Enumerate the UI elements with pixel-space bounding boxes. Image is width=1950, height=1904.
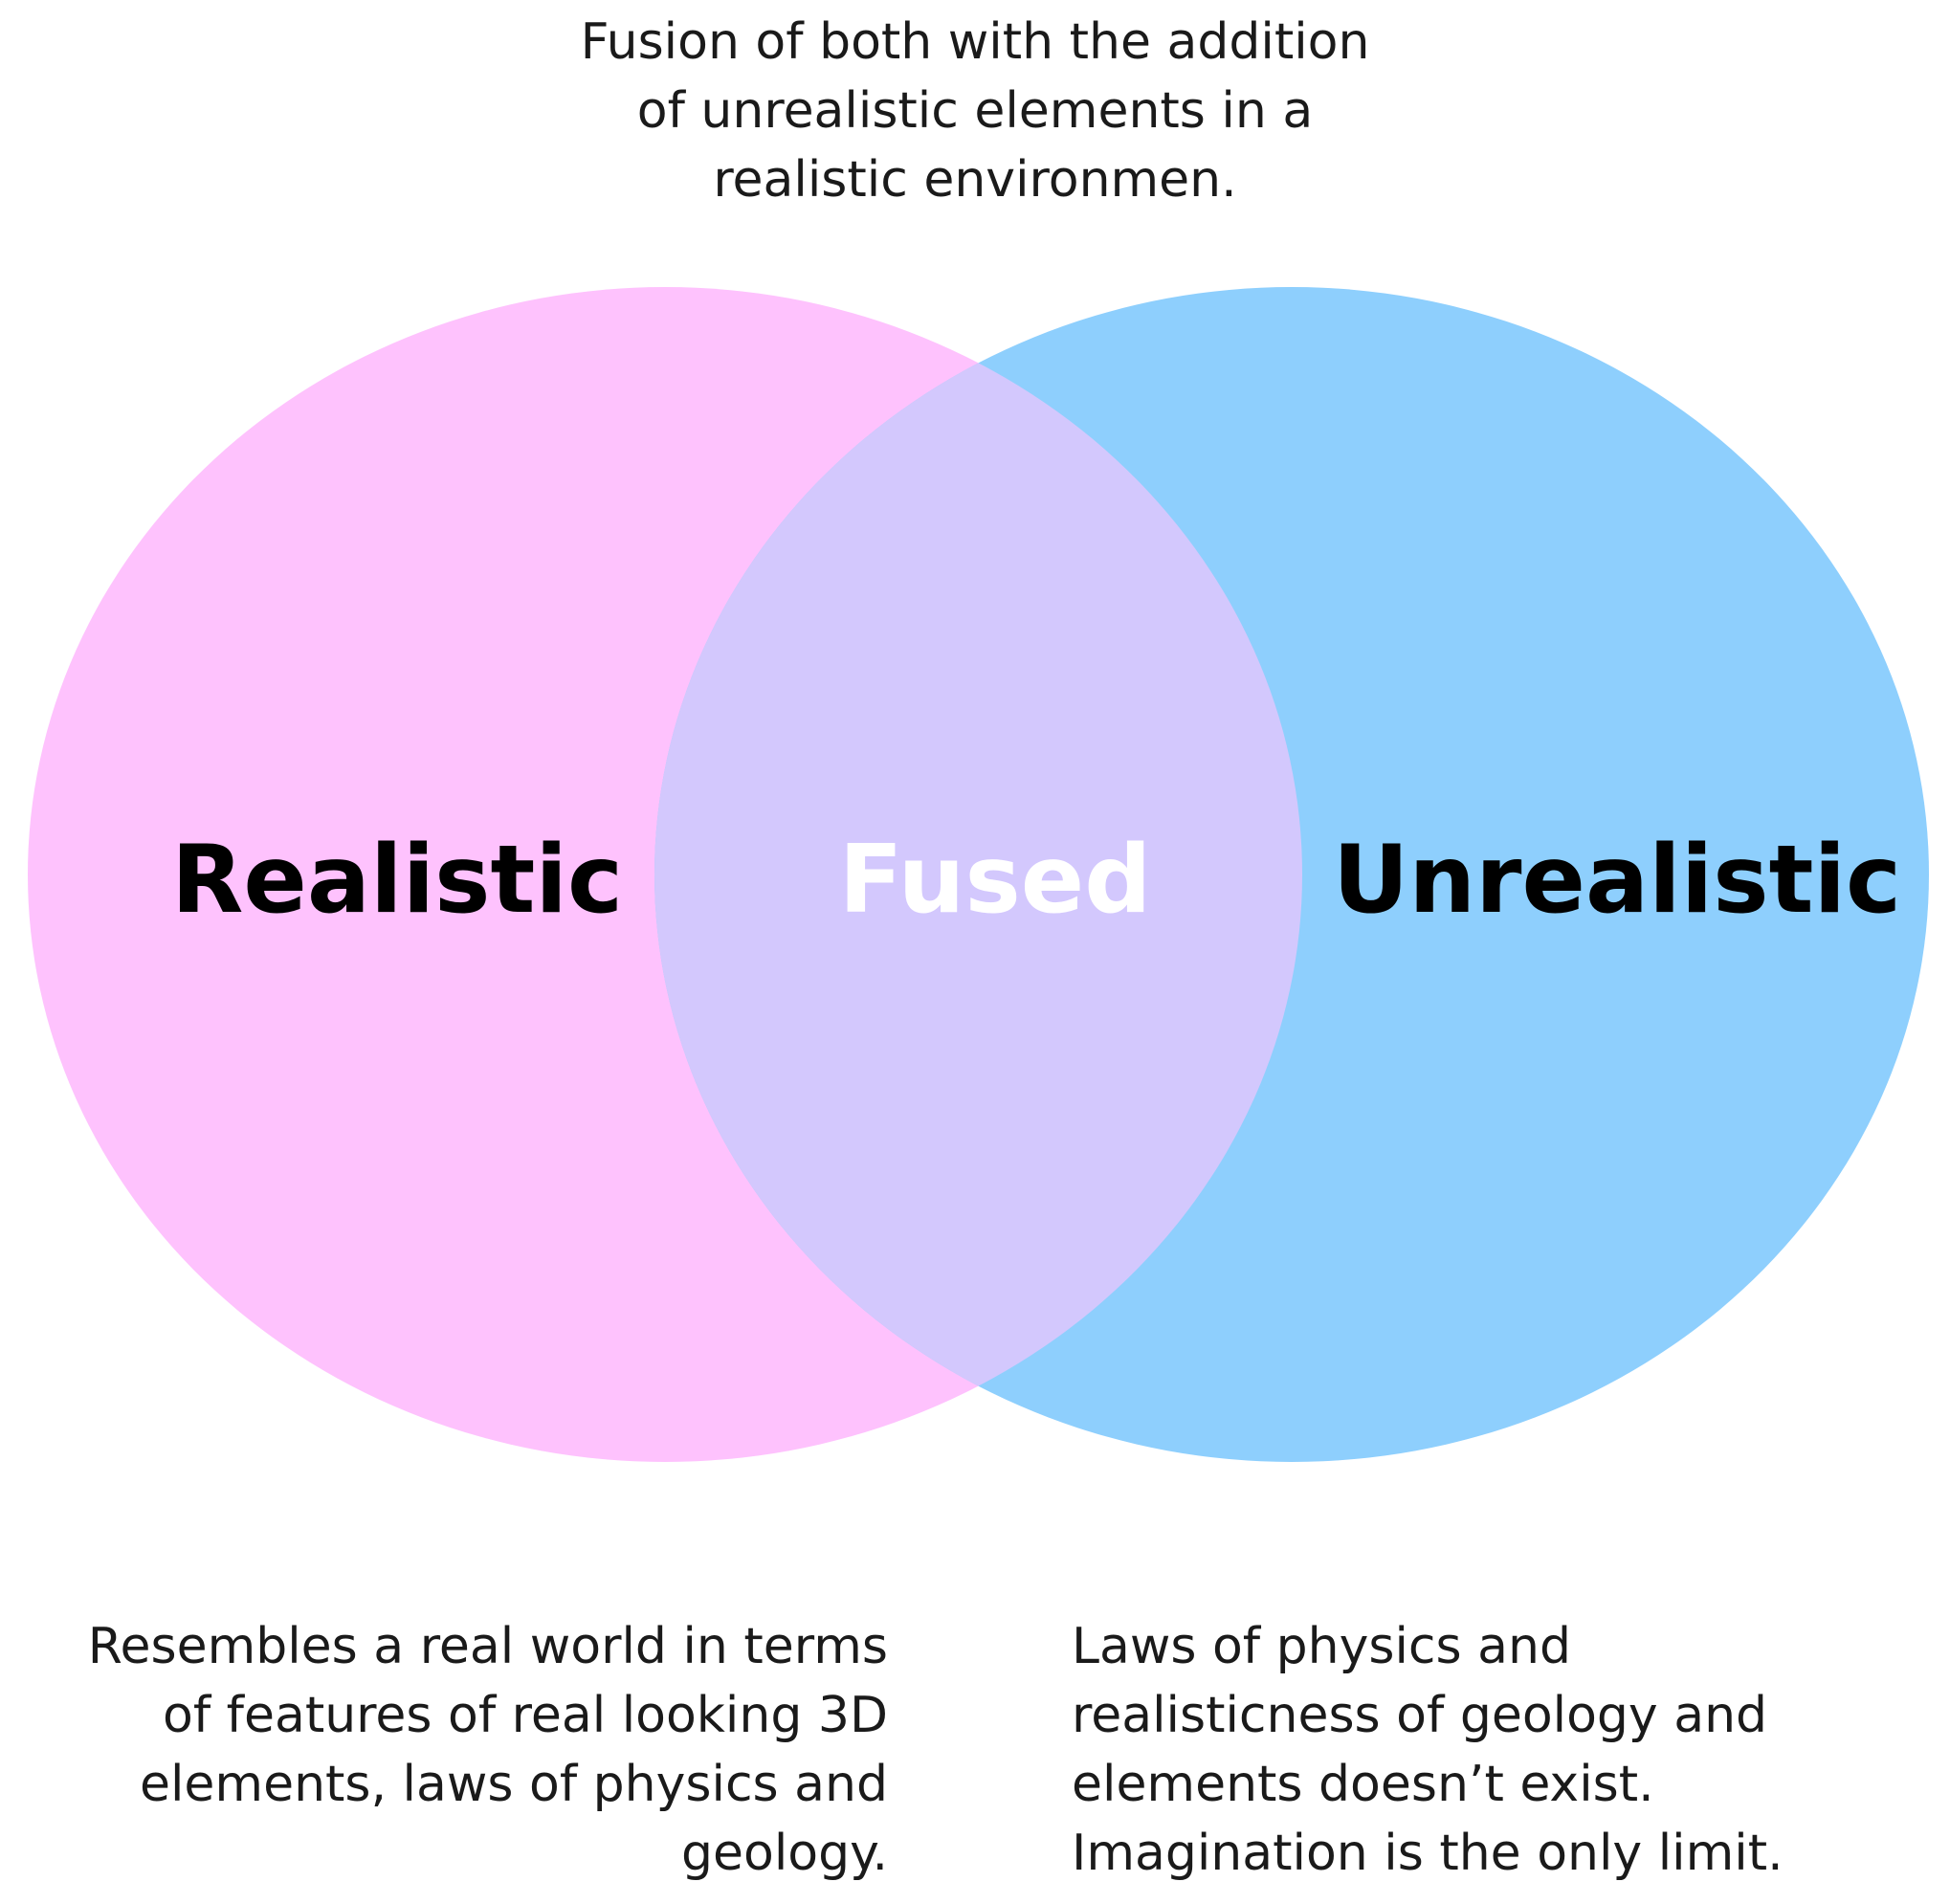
realistic-description: Resembles a real world in terms of featu… [38, 1612, 888, 1888]
fusion-caption-line: of unrealistic elements in a [636, 82, 1314, 140]
fusion-caption-line: Fusion of both with the addition [580, 13, 1370, 71]
realistic-description-line: of features of real looking 3D [163, 1687, 888, 1744]
unrealistic-description-line: Imagination is the only limit. [1072, 1825, 1784, 1882]
unrealistic-description: Laws of physics and realisticness of geo… [1072, 1612, 1914, 1888]
realistic-description-line: Resembles a real world in terms [87, 1618, 888, 1675]
unrealistic-description-line: elements doesn’t exist. [1072, 1756, 1654, 1813]
fusion-caption: Fusion of both with the addition of unre… [497, 8, 1453, 214]
unrealistic-label: Unrealistic [1332, 826, 1902, 935]
fused-overlap [654, 287, 1302, 1462]
unrealistic-description-line: Laws of physics and [1072, 1618, 1571, 1675]
fusion-caption-line: realistic environmen. [713, 151, 1237, 209]
fused-label: Fused [838, 826, 1152, 935]
realistic-description-line: elements, laws of physics and [139, 1756, 888, 1813]
unrealistic-description-line: realisticness of geology and [1072, 1687, 1768, 1744]
realistic-description-line: geology. [681, 1825, 888, 1882]
realistic-label: Realistic [170, 826, 624, 935]
